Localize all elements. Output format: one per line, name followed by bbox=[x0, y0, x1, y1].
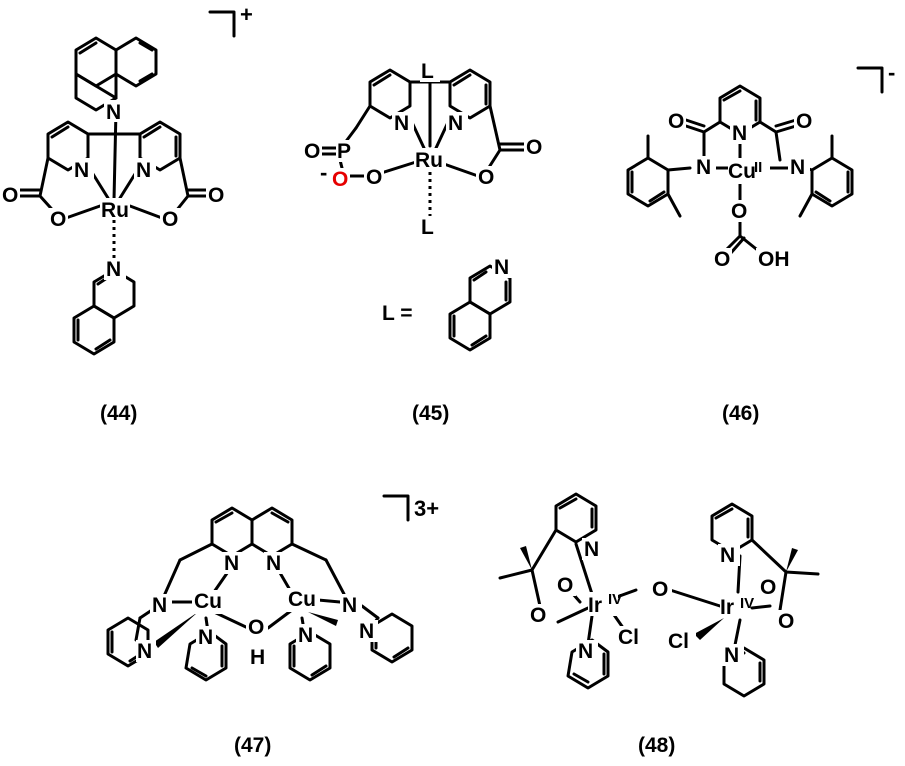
atom-n: N bbox=[732, 122, 747, 145]
atom-n: N bbox=[152, 594, 167, 617]
atom-n: N bbox=[720, 544, 735, 567]
compound-44: N N N Ru O O O O N + (44) bbox=[2, 2, 253, 425]
atom-o: O bbox=[478, 166, 494, 189]
metal-ir: Ir bbox=[588, 594, 602, 617]
charge-label: 3+ bbox=[414, 496, 439, 521]
compound-46: N N N Cu II O O O O OH - (46) bbox=[626, 60, 895, 425]
atom-n: N bbox=[724, 644, 739, 667]
atom-n: N bbox=[106, 258, 121, 281]
compound-label: (47) bbox=[234, 734, 271, 757]
atom-o: O bbox=[162, 208, 178, 231]
atom-o: O bbox=[366, 166, 382, 189]
atom-n: N bbox=[448, 112, 463, 135]
oxidation-state: IV bbox=[608, 591, 622, 608]
oxidation-state: II bbox=[754, 159, 762, 176]
charge-label: - bbox=[888, 60, 895, 85]
atom-o: O bbox=[652, 578, 668, 601]
metal-ru: Ru bbox=[415, 149, 443, 172]
atom-o: O bbox=[526, 136, 542, 159]
compound-label: (48) bbox=[638, 734, 675, 757]
atom-n: N bbox=[494, 256, 509, 279]
atom-o: O bbox=[778, 610, 794, 633]
atom-o-anion: O bbox=[332, 168, 348, 191]
atom-n: N bbox=[298, 624, 313, 647]
atom-o: O bbox=[760, 576, 776, 599]
charge-minus: - bbox=[320, 160, 327, 185]
atom-o: O bbox=[668, 110, 684, 133]
metal-cu: Cu bbox=[194, 590, 222, 613]
atom-n: N bbox=[696, 156, 711, 179]
atom-n: N bbox=[266, 552, 281, 575]
atom-o: O bbox=[208, 184, 224, 207]
atom-n: N bbox=[584, 538, 599, 561]
ligand-definition: L = bbox=[382, 302, 413, 325]
charge-label: + bbox=[240, 2, 253, 27]
atom-cl: Cl bbox=[618, 626, 639, 649]
atom-n: N bbox=[394, 112, 409, 135]
atom-n: N bbox=[74, 159, 89, 182]
compound-label: (45) bbox=[412, 402, 449, 425]
atom-o: O bbox=[248, 616, 264, 639]
atom-n: N bbox=[342, 594, 357, 617]
ligand-l: L bbox=[421, 60, 434, 83]
atom-n: N bbox=[136, 159, 151, 182]
atom-o: O bbox=[2, 184, 18, 207]
atom-h: H bbox=[250, 646, 265, 669]
atom-n: N bbox=[106, 101, 121, 124]
atom-o: O bbox=[530, 604, 546, 627]
atom-n: N bbox=[578, 640, 593, 663]
atom-n: N bbox=[198, 626, 213, 649]
atom-n: N bbox=[137, 640, 152, 663]
atom-n: N bbox=[790, 156, 805, 179]
atom-n: N bbox=[224, 552, 239, 575]
metal-cu: Cu bbox=[728, 160, 756, 183]
atom-o: O bbox=[796, 110, 812, 133]
atom-o: O bbox=[304, 140, 320, 163]
compound-48: N O O Ir IV Cl N O N Ir IV O O Cl N (48) bbox=[498, 492, 820, 757]
atom-o: O bbox=[714, 248, 730, 271]
ligand-l: L bbox=[421, 216, 434, 239]
metal-cu: Cu bbox=[288, 588, 316, 611]
compound-label: (46) bbox=[722, 402, 759, 425]
atom-o: O bbox=[731, 200, 747, 223]
compound-label: (44) bbox=[100, 402, 137, 425]
atom-cl: Cl bbox=[668, 630, 689, 653]
hydroxyl: OH bbox=[758, 248, 790, 271]
oxidation-state: IV bbox=[740, 595, 754, 612]
compound-47: N N N N Cu Cu O H N N N N 3+ (47) bbox=[106, 494, 439, 757]
compound-45: L N N Ru O P - O O O O L L = N (45) bbox=[304, 60, 544, 425]
atom-p: P bbox=[337, 140, 351, 163]
atom-n: N bbox=[359, 620, 374, 643]
atom-o: O bbox=[50, 208, 66, 231]
metal-ir: Ir bbox=[720, 596, 734, 619]
metal-ru: Ru bbox=[101, 199, 129, 222]
atom-o: O bbox=[557, 574, 573, 597]
